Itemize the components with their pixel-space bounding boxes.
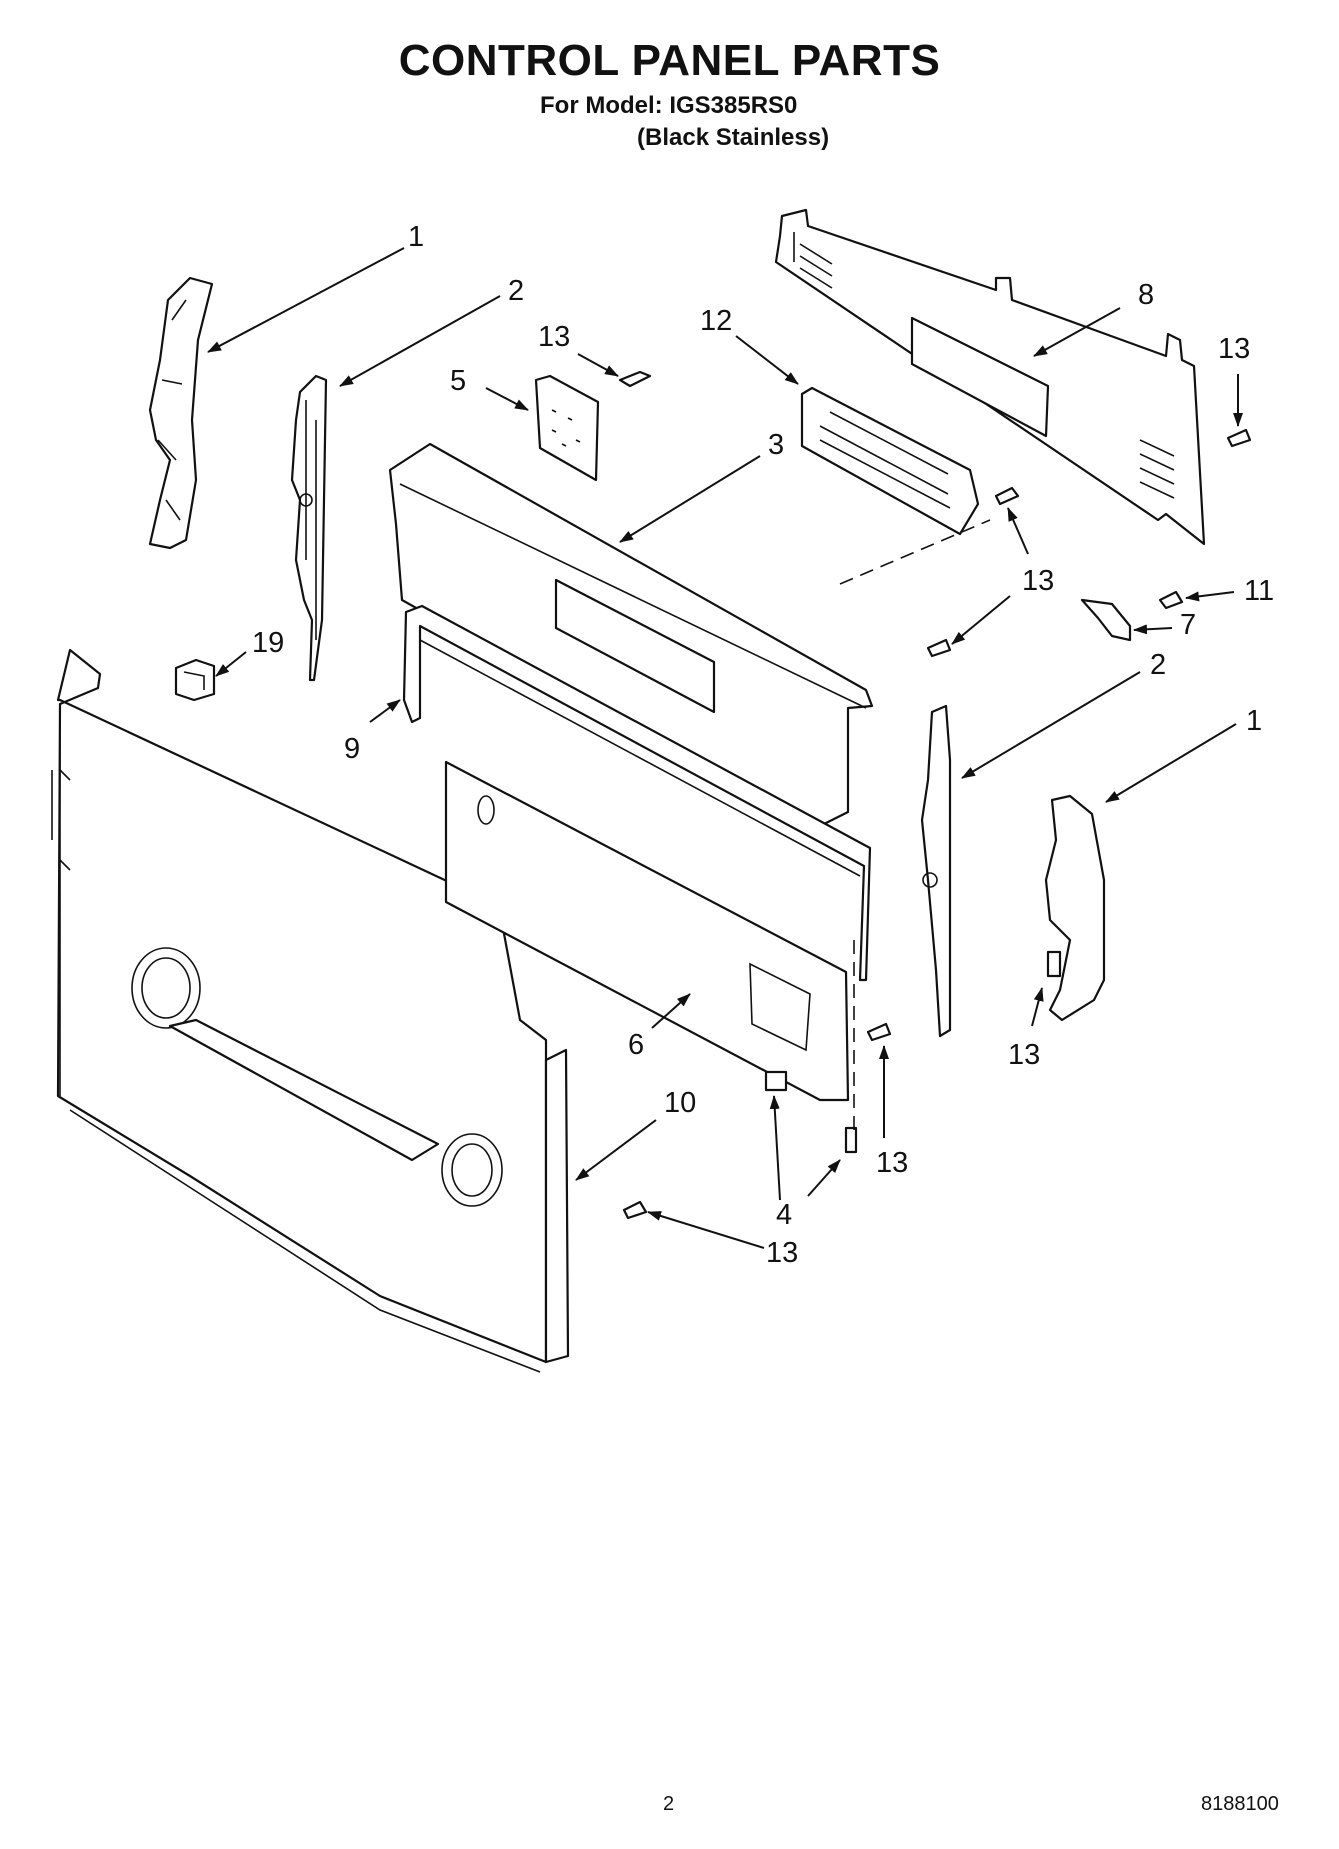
part-2-right-bracket	[920, 704, 952, 1038]
part-9-panel-bracket	[402, 604, 872, 982]
callout-13-top-right: 13	[1218, 333, 1250, 365]
callout-7: 7	[1180, 609, 1196, 641]
page-title: CONTROL PANEL PARTS	[398, 36, 941, 85]
callout-12: 12	[700, 305, 732, 337]
part-2-left-bracket	[290, 374, 328, 682]
dashed-line-display	[839, 519, 991, 585]
callout-1-right: 1	[1246, 705, 1262, 737]
callout-13-center: 13	[1022, 565, 1054, 597]
callout-4: 4	[776, 1199, 792, 1231]
callout-2-left: 2	[508, 275, 524, 307]
part-1-right-end-cap	[1044, 794, 1106, 1022]
callout-13-lower-right: 13	[876, 1147, 908, 1179]
callout-13-top-left: 13	[538, 321, 570, 353]
part-10-back-panel	[51, 648, 570, 1373]
callout-11: 11	[1244, 575, 1274, 607]
screws	[618, 370, 1252, 1220]
part-1-left-end-cap	[148, 276, 214, 550]
variant-line: (Black Stainless)	[637, 124, 830, 151]
callout-13-right-cap: 13	[1008, 1039, 1040, 1071]
callout-2-right: 2	[1150, 649, 1166, 681]
callout-6: 6	[628, 1029, 644, 1061]
part-6-inner-panel	[444, 760, 850, 1102]
part-3-front-console	[388, 442, 874, 832]
callout-5: 5	[450, 365, 466, 397]
callout-9: 9	[344, 733, 360, 765]
model-line: For Model: IGS385RS0	[540, 92, 798, 119]
part-8-rear-panel	[774, 208, 1206, 546]
part-7-clip	[1080, 598, 1132, 642]
leader-arrows	[207, 247, 1243, 1249]
part-19-clip	[174, 658, 216, 702]
callout-19: 19	[252, 627, 284, 659]
callout-10: 10	[664, 1087, 696, 1119]
callout-13-bottom: 13	[766, 1237, 798, 1269]
document-number: 8188100	[1201, 1793, 1279, 1815]
callout-8: 8	[1138, 279, 1154, 311]
callout-1-left: 1	[408, 221, 424, 253]
part-12-display-overlay	[800, 386, 980, 536]
part-5-plate	[534, 374, 600, 482]
page-number: 2	[663, 1793, 675, 1815]
callout-3: 3	[768, 429, 784, 461]
